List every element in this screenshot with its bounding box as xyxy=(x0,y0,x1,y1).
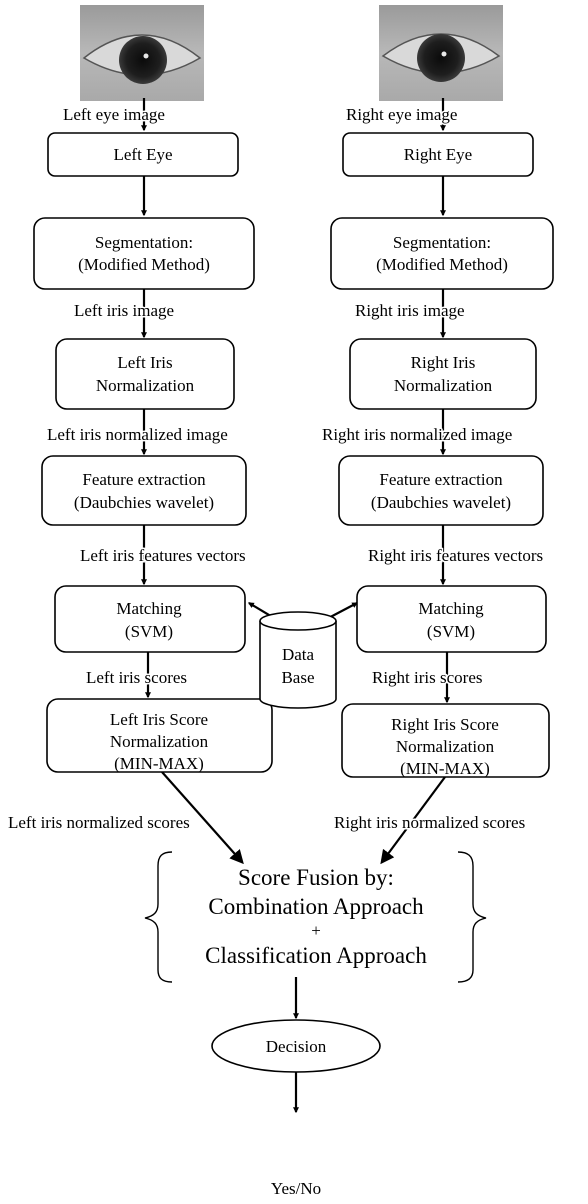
left-iris-image-label: Left iris image xyxy=(74,301,174,320)
right-scores-label: Right iris scores xyxy=(372,668,483,687)
edge-labels: Left eye image Right eye image Left iris… xyxy=(7,104,545,834)
right-segmentation-line1: Segmentation: xyxy=(393,233,491,252)
right-score-normalization-box: Right Iris Score Normalization (MIN-MAX) xyxy=(341,703,550,778)
left-segmentation-line2: (Modified Method) xyxy=(78,255,210,274)
left-normalization-line2: Normalization xyxy=(96,376,195,395)
left-matching-line1: Matching xyxy=(116,599,182,618)
left-segmentation-line1: Segmentation: xyxy=(95,233,193,252)
right-score-norm-line1: Right Iris Score xyxy=(391,715,499,734)
output-label: Yes/No xyxy=(271,1179,321,1198)
left-eye-box: Left Eye xyxy=(47,132,239,177)
fusion-line2: Combination Approach xyxy=(208,894,424,919)
database-cylinder: Data Base xyxy=(259,611,337,709)
arrow-right-fusion xyxy=(380,776,446,865)
left-eye-photo xyxy=(80,5,204,101)
right-segmentation-line2: (Modified Method) xyxy=(376,255,508,274)
left-score-normalization-box: Left Iris Score Normalization (MIN-MAX) xyxy=(46,698,273,773)
left-brace xyxy=(144,851,173,983)
right-eye-box: Right Eye xyxy=(342,132,534,177)
right-normalization-box: Right Iris Normalization xyxy=(349,338,537,410)
fusion-line3: Classification Approach xyxy=(205,943,427,968)
fusion-line1: Score Fusion by: xyxy=(238,865,394,890)
fusion-plus: + xyxy=(311,921,321,940)
left-normalized-image-label: Left iris normalized image xyxy=(47,425,228,444)
right-score-norm-line2: Normalization xyxy=(396,737,495,756)
score-fusion-block: Score Fusion by: Combination Approach + … xyxy=(144,851,487,983)
decision-ellipse: Decision xyxy=(211,1019,381,1073)
left-features-label: Left iris features vectors xyxy=(80,546,246,565)
right-eye-box-label: Right Eye xyxy=(404,145,472,164)
left-scores-label: Left iris scores xyxy=(86,668,187,687)
left-matching-box: Matching (SVM) xyxy=(54,585,246,653)
right-normalized-image-label: Right iris normalized image xyxy=(322,425,512,444)
left-normalization-box: Left Iris Normalization xyxy=(55,338,235,410)
right-iris-image-label: Right iris image xyxy=(355,301,465,320)
right-matching-box: Matching (SVM) xyxy=(356,585,547,653)
arrow-left-fusion xyxy=(161,771,244,865)
database-label-line1: Data xyxy=(282,645,315,664)
left-matching-line2: (SVM) xyxy=(125,622,173,641)
right-matching-line1: Matching xyxy=(418,599,484,618)
left-normalized-scores-label: Left iris normalized scores xyxy=(8,813,190,832)
right-eye-image-label: Right eye image xyxy=(346,105,457,124)
left-eye-box-label: Left Eye xyxy=(114,145,173,164)
right-normalized-scores-label: Right iris normalized scores xyxy=(334,813,525,832)
right-matching-line2: (SVM) xyxy=(427,622,475,641)
right-feature-extraction-box: Feature extraction (Daubchies wavelet) xyxy=(338,455,544,526)
right-score-norm-line3: (MIN-MAX) xyxy=(400,759,490,778)
right-eye-photo xyxy=(379,5,503,101)
right-feature-extraction-line2: (Daubchies wavelet) xyxy=(371,493,511,512)
left-eye-image-label: Left eye image xyxy=(63,105,165,124)
database-label-line2: Base xyxy=(281,668,314,687)
left-score-norm-line2: Normalization xyxy=(110,732,209,751)
left-score-norm-line1: Left Iris Score xyxy=(110,710,208,729)
decision-label: Decision xyxy=(266,1037,327,1056)
right-brace xyxy=(457,851,487,983)
right-normalization-line2: Normalization xyxy=(394,376,493,395)
right-normalization-line1: Right Iris xyxy=(411,353,476,372)
left-normalization-line1: Left Iris xyxy=(117,353,172,372)
left-feature-extraction-line1: Feature extraction xyxy=(82,470,206,489)
right-segmentation-box: Segmentation: (Modified Method) xyxy=(330,217,554,290)
right-feature-extraction-line1: Feature extraction xyxy=(379,470,503,489)
left-segmentation-box: Segmentation: (Modified Method) xyxy=(33,217,255,290)
left-feature-extraction-box: Feature extraction (Daubchies wavelet) xyxy=(41,455,247,526)
right-features-label: Right iris features vectors xyxy=(368,546,543,565)
left-feature-extraction-line2: (Daubchies wavelet) xyxy=(74,493,214,512)
left-score-norm-line3: (MIN-MAX) xyxy=(114,754,204,773)
